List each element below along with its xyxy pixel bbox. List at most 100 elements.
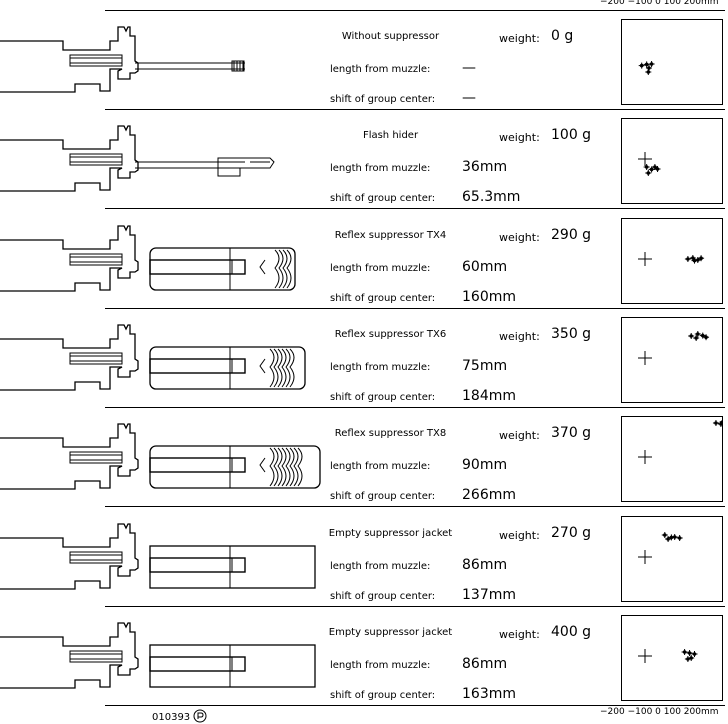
- rifle-diagram: [0, 324, 306, 391]
- shot-group-plot: [621, 614, 723, 701]
- aim-point-cross: [638, 450, 652, 465]
- shift-label: shift of group center:: [330, 689, 436, 701]
- rifle-diagram: [0, 423, 321, 490]
- shift-value: 163mm: [462, 685, 516, 702]
- shot-mark: [681, 648, 688, 655]
- shot-mark: [691, 650, 698, 657]
- shot-mark: [688, 332, 695, 339]
- length-value: 75mm: [462, 357, 508, 374]
- weight-label: weight:: [499, 230, 540, 244]
- shot-mark: [654, 166, 661, 173]
- device-name: Flash hider: [362, 130, 419, 142]
- length-label: length from muzzle:: [330, 560, 431, 572]
- shot-mark: [712, 420, 719, 427]
- length-value: 86mm: [462, 655, 508, 672]
- shot-mark: [686, 649, 693, 656]
- shot-mark: [638, 62, 645, 69]
- device-name: Without suppressor: [341, 31, 440, 42]
- weight-value: 270 g: [551, 524, 592, 541]
- shot-group-plot: [621, 416, 723, 503]
- shot-mark: [665, 535, 672, 542]
- weight-label: weight:: [499, 32, 540, 45]
- shot-mark: [643, 164, 650, 171]
- aim-point-cross: [638, 350, 652, 365]
- weight-value: 370 g: [551, 425, 592, 442]
- weight-label: weight:: [499, 329, 540, 343]
- row-divider: [105, 10, 725, 11]
- suppressor-row: Reflex suppressor TX6 weight: 350 g length …: [0, 309, 728, 408]
- footer-code: 010393: [152, 709, 207, 723]
- row-divider: [105, 307, 725, 309]
- shift-value: 137mm: [462, 586, 516, 603]
- length-label: length from muzzle:: [330, 361, 431, 373]
- aim-point-cross: [638, 549, 652, 564]
- device-name: Empty suppressor jacket: [328, 527, 453, 539]
- device-name: Reflex suppressor TX4: [334, 229, 447, 241]
- shot-mark: [717, 421, 722, 428]
- shot-group-plot: [621, 19, 723, 105]
- length-value: 60mm: [462, 258, 508, 275]
- shift-value: 266mm: [462, 487, 516, 504]
- length-label: length from muzzle:: [330, 64, 431, 75]
- length-value: —: [462, 60, 476, 76]
- row-divider: [105, 208, 725, 210]
- shot-mark: [698, 254, 705, 261]
- shot-mark: [684, 255, 691, 262]
- weight-value: 290 g: [551, 226, 592, 243]
- shot-mark: [693, 334, 700, 341]
- suppressor-row: Empty suppressor jacket weight: 270 g lengt…: [0, 508, 728, 607]
- footer-code-text: 010393: [152, 712, 191, 723]
- axis-scale-bottom: −200 −100 0 100 200mm: [600, 707, 719, 717]
- axis-scale-top: −200 −100 0 100 200mm: [600, 0, 719, 7]
- row-divider: [105, 605, 725, 607]
- suppressor-row: Reflex suppressor TX8 weight: 370 g length …: [0, 408, 728, 508]
- shift-label: shift of group center:: [330, 590, 436, 602]
- shot-mark: [648, 166, 655, 173]
- shot-group-plot: [621, 217, 723, 304]
- length-label: length from muzzle:: [330, 163, 431, 175]
- shot-mark: [691, 257, 698, 264]
- device-name: Reflex suppressor TX8: [334, 428, 447, 440]
- length-label: length from muzzle:: [330, 461, 431, 473]
- suppressor-row: Reflex suppressor TX4 weight: 290 g length …: [0, 210, 728, 309]
- shot-mark: [699, 332, 706, 339]
- copyright-logo-icon: [193, 709, 207, 723]
- device-name: Reflex suppressor TX6: [334, 328, 447, 340]
- device-name: Empty suppressor jacket: [328, 626, 453, 638]
- shift-label: shift of group center:: [330, 292, 436, 304]
- row-divider: [105, 506, 725, 508]
- weight-label: weight:: [499, 131, 540, 145]
- weight-value: 350 g: [551, 325, 592, 342]
- weight-value: 400 g: [551, 623, 592, 640]
- length-value: 86mm: [462, 556, 508, 573]
- shot-group-plot: [621, 316, 723, 403]
- weight-label: weight:: [499, 627, 540, 641]
- shift-label: shift of group center:: [330, 193, 436, 205]
- shot-mark: [703, 334, 710, 341]
- rifle-diagram: [0, 26, 245, 93]
- aim-point-cross: [638, 648, 652, 663]
- shot-mark: [648, 61, 655, 67]
- shot-mark: [661, 531, 668, 538]
- shift-label: shift of group center:: [330, 491, 436, 503]
- length-label: length from muzzle:: [330, 262, 431, 274]
- shot-mark: [671, 533, 678, 540]
- weight-label: weight:: [499, 528, 540, 542]
- row-divider: [105, 406, 725, 408]
- length-value: 36mm: [462, 159, 508, 176]
- rifle-diagram: [0, 224, 296, 292]
- shift-label: shift of group center:: [330, 94, 436, 105]
- shift-value: 65.3mm: [462, 189, 521, 206]
- rifle-diagram: [0, 622, 316, 689]
- shot-mark: [684, 655, 691, 662]
- shift-value: —: [462, 90, 476, 106]
- weight-label: weight:: [499, 429, 540, 443]
- row-divider: [105, 109, 725, 110]
- shot-group-plot: [621, 515, 723, 602]
- shot-mark: [645, 65, 652, 71]
- aim-point-cross: [638, 251, 652, 266]
- shift-label: shift of group center:: [330, 391, 436, 403]
